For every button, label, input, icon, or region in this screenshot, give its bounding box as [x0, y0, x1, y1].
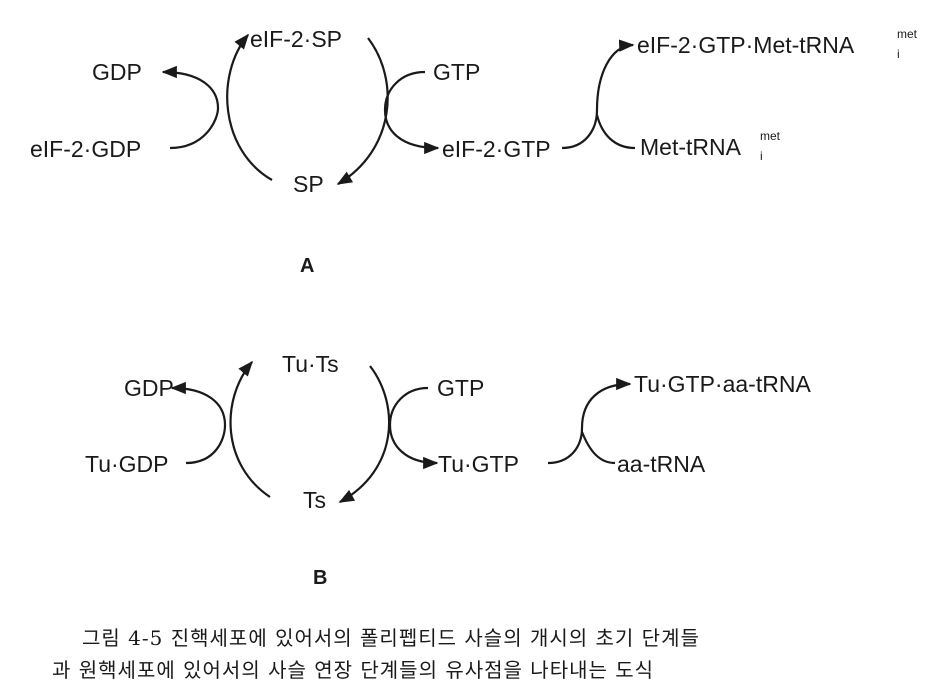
gdp-label-b: GDP	[124, 375, 174, 401]
tu-gdp-label: Tu·GDP	[85, 451, 169, 477]
panel-b: GDP Tu·GDP Tu·Ts Ts GTP Tu·GTP Tu·GTP·aa…	[85, 351, 811, 589]
arrow-to-ternary-b	[547, 377, 632, 465]
eif2-gdp-label: eIF-2·GDP	[30, 136, 141, 162]
sp-label: SP	[293, 171, 324, 197]
eif2-sp-label: eIF-2·SP	[250, 26, 342, 52]
ternary-complex-label-a: eIF-2·GTP·Met-tRNA	[637, 32, 855, 58]
gtp-label-a: GTP	[433, 59, 480, 85]
met-trna-sup: met	[760, 129, 781, 143]
arrow-to-ternary-a	[561, 39, 635, 150]
cycle-left-arc-a	[226, 33, 273, 181]
arrow-to-gdp-b	[170, 381, 227, 465]
panel-a: GDP eIF-2·GDP eIF-2·SP SP GTP eIF-2·GTP …	[30, 26, 918, 277]
arrow-to-tu-gtp	[388, 386, 439, 470]
figure-caption-line-2: 과 원핵세포에 있어서의 사슬 연장 단계들의 유사점을 나타내는 도식	[52, 658, 655, 682]
cycle-left-arc-b	[229, 360, 271, 498]
panel-a-label: A	[300, 255, 314, 277]
arrow-to-gdp-a	[161, 65, 220, 150]
ternary-sup-a: met	[897, 27, 918, 41]
aa-trna-label: aa-tRNA	[617, 451, 706, 477]
met-trna-join-a	[595, 114, 636, 150]
arrow-to-eif2-gtp	[383, 70, 440, 155]
gtp-label-b: GTP	[437, 375, 484, 401]
tu-ts-label: Tu·Ts	[282, 351, 339, 377]
met-trna-sub: i	[760, 149, 763, 163]
ternary-sub-a: i	[897, 47, 900, 61]
cycle-right-arc-a	[336, 37, 389, 185]
figure-caption-line-1: 그림 4-5 진핵세포에 있어서의 폴리펩티드 사슬의 개시의 초기 단계들	[82, 626, 700, 650]
tu-gtp-label: Tu·GTP	[438, 451, 519, 477]
met-trna-label: Met-tRNA	[640, 134, 742, 160]
eif2-gtp-label: eIF-2·GTP	[442, 136, 551, 162]
cycle-right-arc-b	[338, 365, 391, 503]
panel-b-label: B	[313, 567, 327, 589]
gdp-label-a: GDP	[92, 59, 142, 85]
ts-label: Ts	[303, 487, 326, 513]
aa-trna-join-b	[580, 431, 616, 465]
ternary-complex-label-b: Tu·GTP·aa-tRNA	[634, 371, 811, 397]
